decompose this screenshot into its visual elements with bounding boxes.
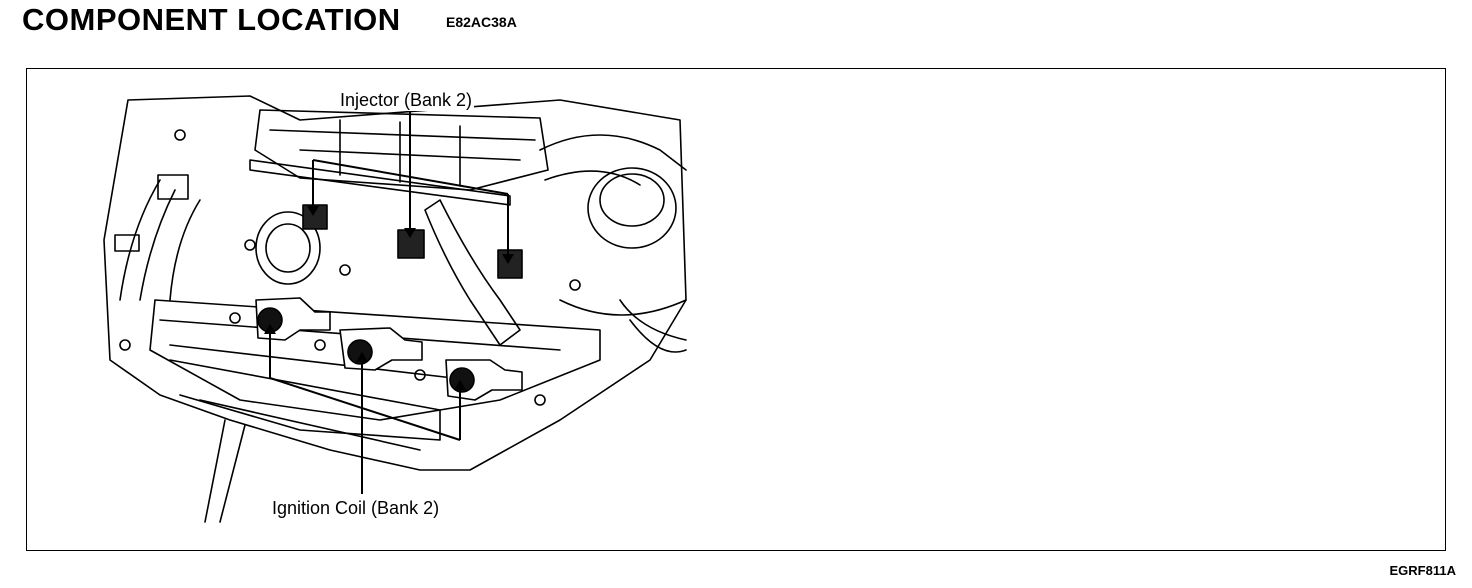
coil-arrow-1 — [264, 324, 276, 334]
fuel-rail — [249, 159, 511, 206]
coil-arrow-2 — [356, 352, 368, 362]
injector-connector-1 — [302, 204, 328, 230]
coil-leader-connector — [269, 377, 461, 441]
coil-arrow-3 — [454, 380, 466, 390]
reservoir-cap — [587, 167, 677, 249]
figure-reference: EGRF811A — [1389, 563, 1456, 578]
injector-arrow-1 — [307, 206, 319, 216]
page-title: COMPONENT LOCATION — [22, 2, 401, 37]
ignition-coil-label: Ignition Coil (Bank 2) — [270, 498, 442, 519]
figure-frame — [26, 68, 1446, 551]
injector-arrow-2 — [404, 228, 416, 238]
oil-filler-cap — [255, 211, 321, 285]
section-code: E82AC38A — [446, 14, 517, 30]
hose-upper — [539, 134, 687, 171]
engine-outline — [103, 95, 687, 471]
hose-lower — [559, 299, 687, 316]
intake-plenum — [254, 109, 549, 191]
injector-label: Injector (Bank 2) — [338, 90, 475, 111]
injector-connector-3 — [497, 249, 523, 279]
injector-arrow-3 — [502, 254, 514, 264]
